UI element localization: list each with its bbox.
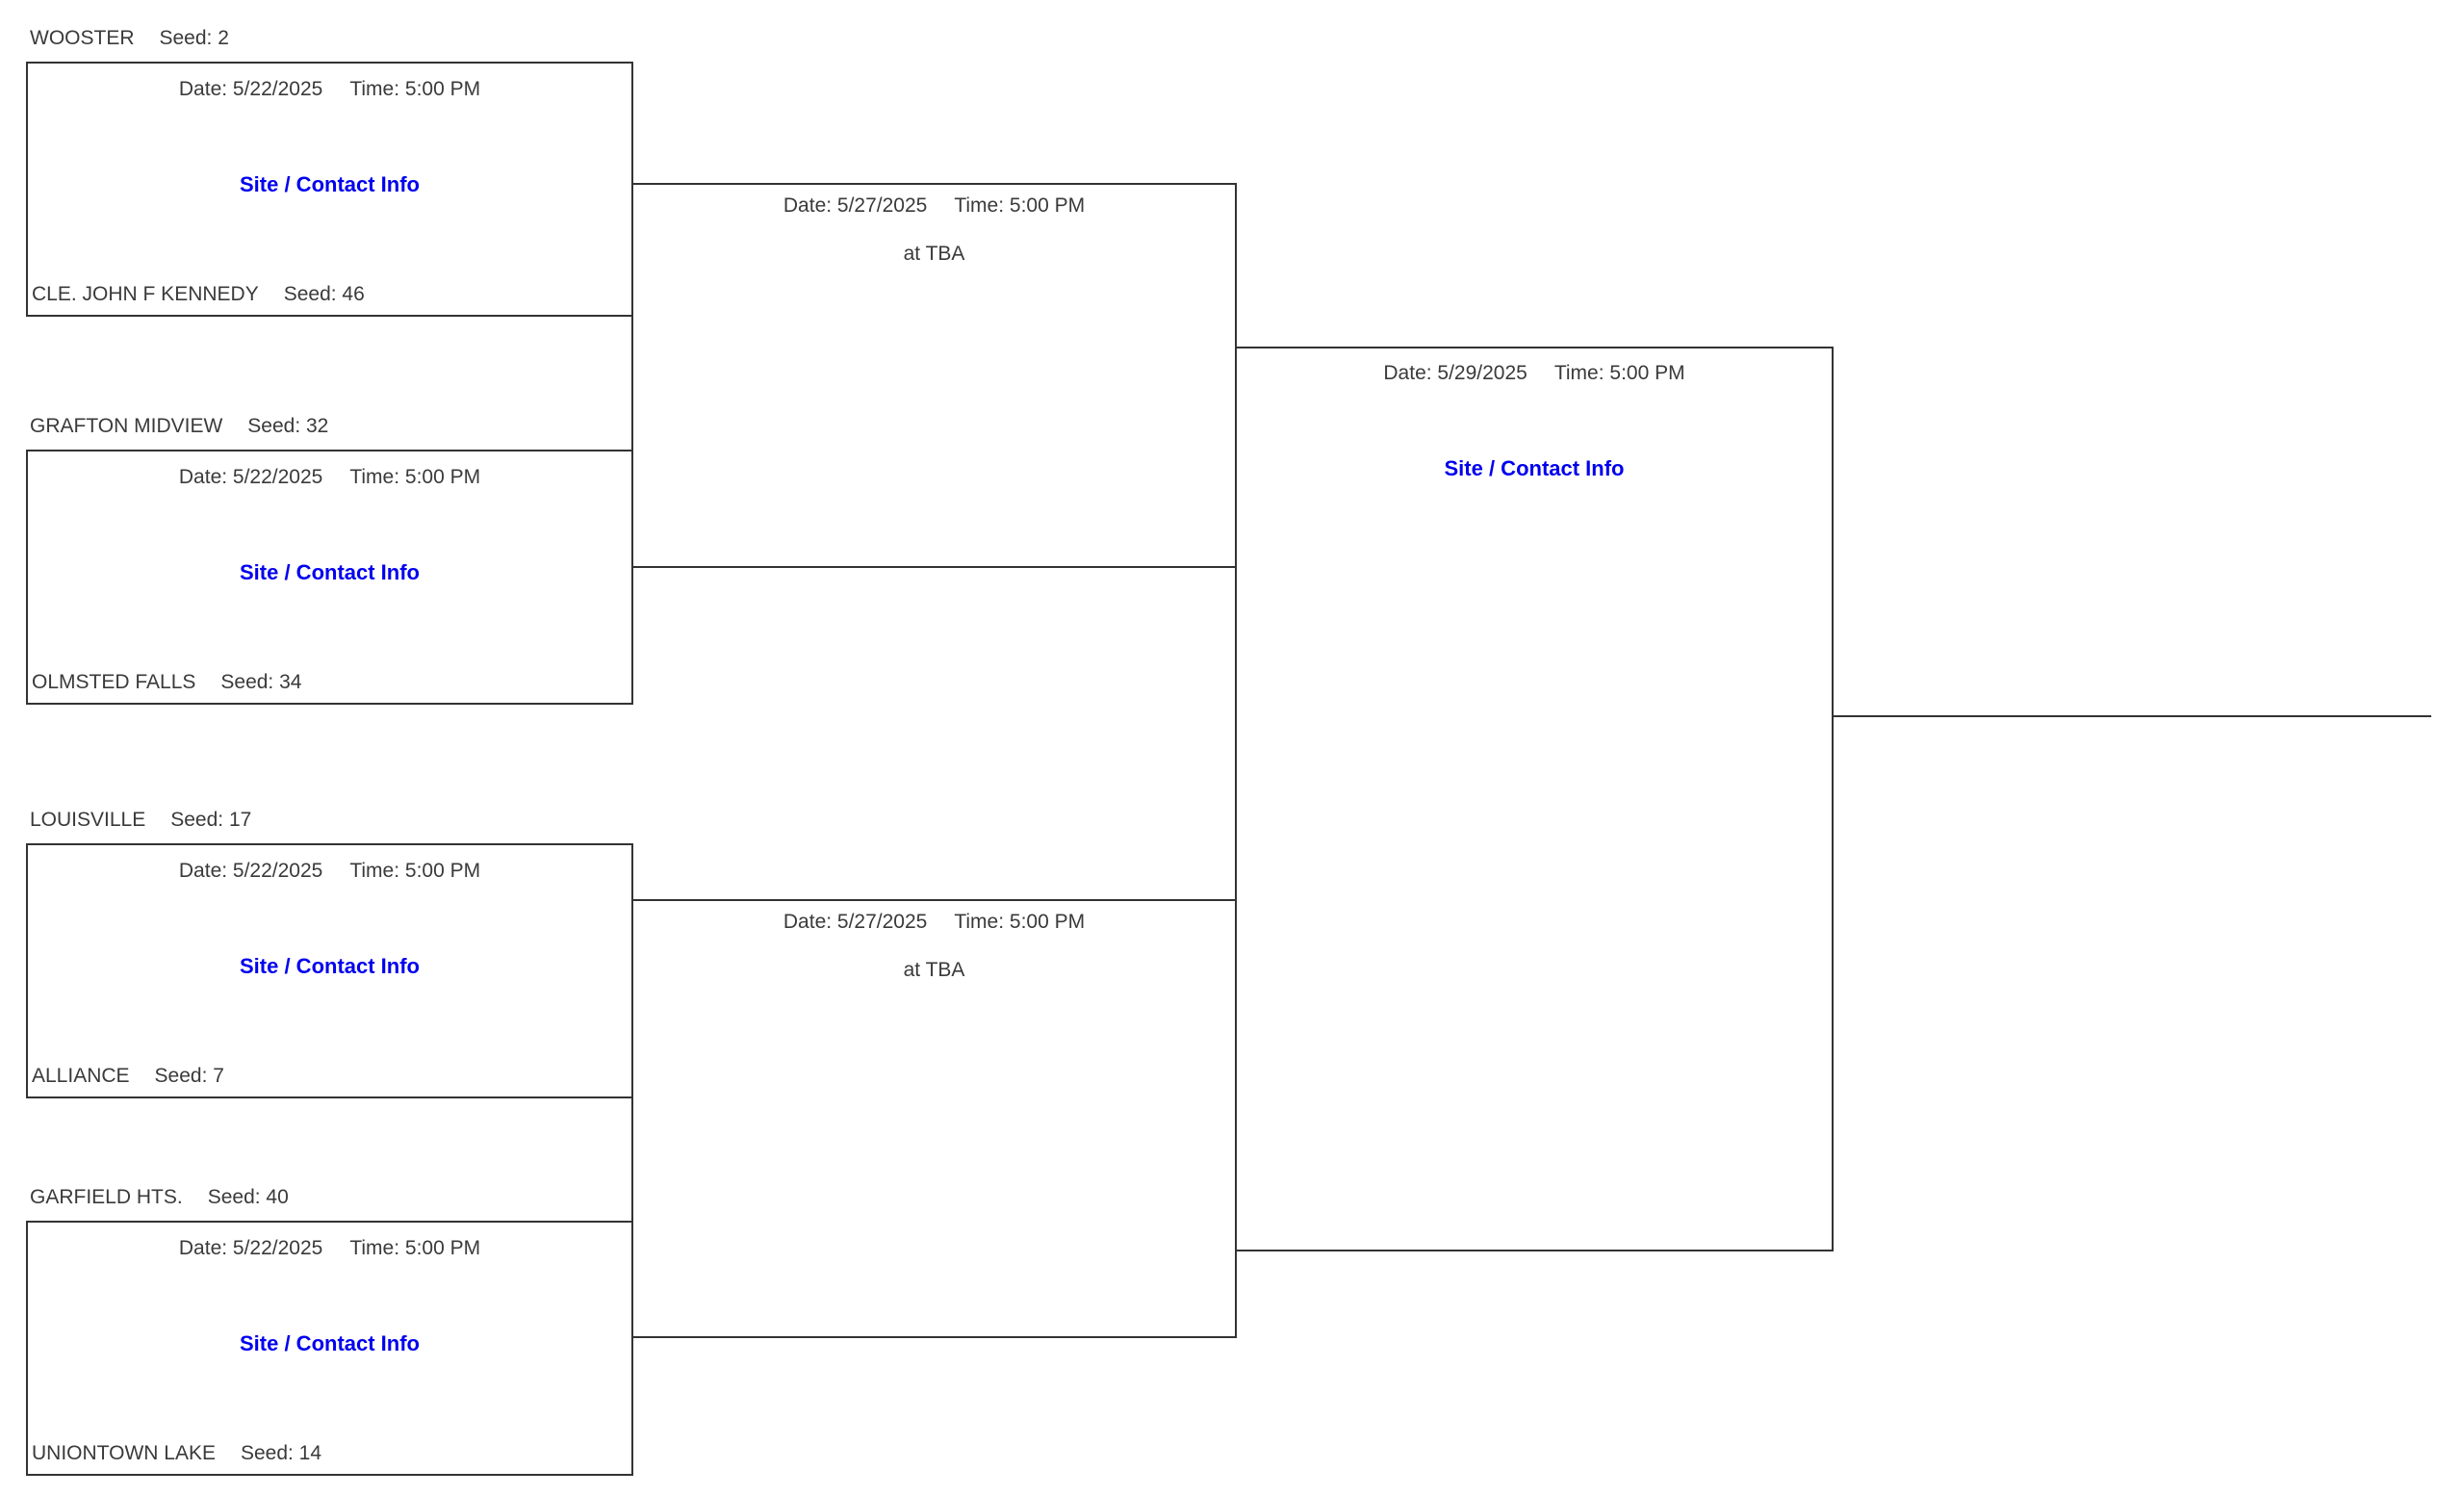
match-time: Time: 5:00 PM [954,194,1086,217]
team-name: GRAFTON MIDVIEW [30,415,223,437]
bottom-team-label: OLMSTED FALLS Seed: 34 [32,669,301,696]
team-seed: Seed: 32 [247,415,329,437]
match-time: Time: 5:00 PM [1553,362,1685,384]
site-contact-link[interactable]: Site / Contact Info [240,1331,420,1355]
top-team-label: GARFIELD HTS. Seed: 40 [30,1184,289,1211]
match-time: Time: 5:00 PM [349,860,481,882]
team-seed: Seed: 46 [283,283,365,305]
round2-match-2: Date: 5/27/2025 Time: 5:00 PM at TBA [631,899,1237,1338]
match-box: Date: 5/27/2025 Time: 5:00 PM at TBA [631,899,1237,1338]
team-seed: Seed: 14 [240,1442,322,1464]
match-date: Date: 5/22/2025 [178,860,323,882]
match-date: Date: 5/29/2025 [1383,362,1527,384]
match-box: Date: 5/27/2025 Time: 5:00 PM at TBA [631,183,1237,568]
match-box: Date: 5/22/2025 Time: 5:00 PM Site / Cont… [26,843,633,1098]
team-seed: Seed: 40 [207,1186,289,1208]
round3-match-1: Date: 5/29/2025 Time: 5:00 PM Site / Cont… [1235,347,1834,1251]
match-date: Date: 5/27/2025 [783,911,928,933]
round2-match-1: Date: 5/27/2025 Time: 5:00 PM at TBA [631,183,1237,568]
match-datetime: Date: 5/29/2025 Time: 5:00 PM [1237,360,1832,387]
site-contact-link[interactable]: Site / Contact Info [240,954,420,978]
team-seed: Seed: 17 [170,809,252,831]
round1-match-1: WOOSTER Seed: 2 Date: 5/22/2025 Time: 5:00… [26,27,633,317]
match-datetime: Date: 5/22/2025 Time: 5:00 PM [28,463,631,492]
match-time: Time: 5:00 PM [349,466,481,488]
match-box: Date: 5/22/2025 Time: 5:00 PM Site / Cont… [26,62,633,317]
match-box: Date: 5/29/2025 Time: 5:00 PM Site / Cont… [1235,347,1834,1251]
winner-advancement-line [1832,715,2431,717]
match-datetime: Date: 5/22/2025 Time: 5:00 PM [28,1234,631,1263]
team-name: WOOSTER [30,27,135,49]
match-datetime: Date: 5/22/2025 Time: 5:00 PM [28,857,631,886]
team-seed: Seed: 7 [154,1065,224,1087]
match-datetime: Date: 5/27/2025 Time: 5:00 PM [633,193,1235,219]
match-time: Time: 5:00 PM [349,78,481,100]
match-time: Time: 5:00 PM [349,1237,481,1259]
match-date: Date: 5/22/2025 [178,1237,323,1259]
match-box: Date: 5/22/2025 Time: 5:00 PM Site / Cont… [26,450,633,705]
top-team-label: WOOSTER Seed: 2 [30,25,229,52]
team-name: GARFIELD HTS. [30,1186,183,1208]
team-name: ALLIANCE [32,1065,130,1087]
match-datetime: Date: 5/27/2025 Time: 5:00 PM [633,909,1235,936]
team-name: CLE. JOHN F KENNEDY [32,283,259,305]
bottom-team-label: ALLIANCE Seed: 7 [32,1063,224,1090]
top-team-label: GRAFTON MIDVIEW Seed: 32 [30,413,328,440]
bottom-team-label: CLE. JOHN F KENNEDY Seed: 46 [32,281,365,308]
site-contact-link[interactable]: Site / Contact Info [240,560,420,584]
round1-match-3: LOUISVILLE Seed: 17 Date: 5/22/2025 Time: … [26,809,633,1098]
match-date: Date: 5/27/2025 [783,194,928,217]
round1-match-2: GRAFTON MIDVIEW Seed: 32 Date: 5/22/2025 T… [26,415,633,705]
team-name: OLMSTED FALLS [32,671,196,693]
site-contact-link[interactable]: Site / Contact Info [1444,456,1625,480]
match-box: Date: 5/22/2025 Time: 5:00 PM Site / Cont… [26,1221,633,1476]
team-name: LOUISVILLE [30,809,146,831]
match-location: at TBA [903,243,965,265]
top-team-label: LOUISVILLE Seed: 17 [30,807,251,834]
match-datetime: Date: 5/22/2025 Time: 5:00 PM [28,75,631,104]
team-name: UNIONTOWN LAKE [32,1442,216,1464]
match-date: Date: 5/22/2025 [178,78,323,100]
team-seed: Seed: 2 [159,27,229,49]
bottom-team-label: UNIONTOWN LAKE Seed: 14 [32,1440,321,1467]
match-time: Time: 5:00 PM [954,911,1086,933]
site-contact-link[interactable]: Site / Contact Info [240,172,420,196]
round1-match-4: GARFIELD HTS. Seed: 40 Date: 5/22/2025 Tim… [26,1186,633,1476]
team-seed: Seed: 34 [220,671,302,693]
match-date: Date: 5/22/2025 [178,466,323,488]
match-location: at TBA [903,959,965,981]
